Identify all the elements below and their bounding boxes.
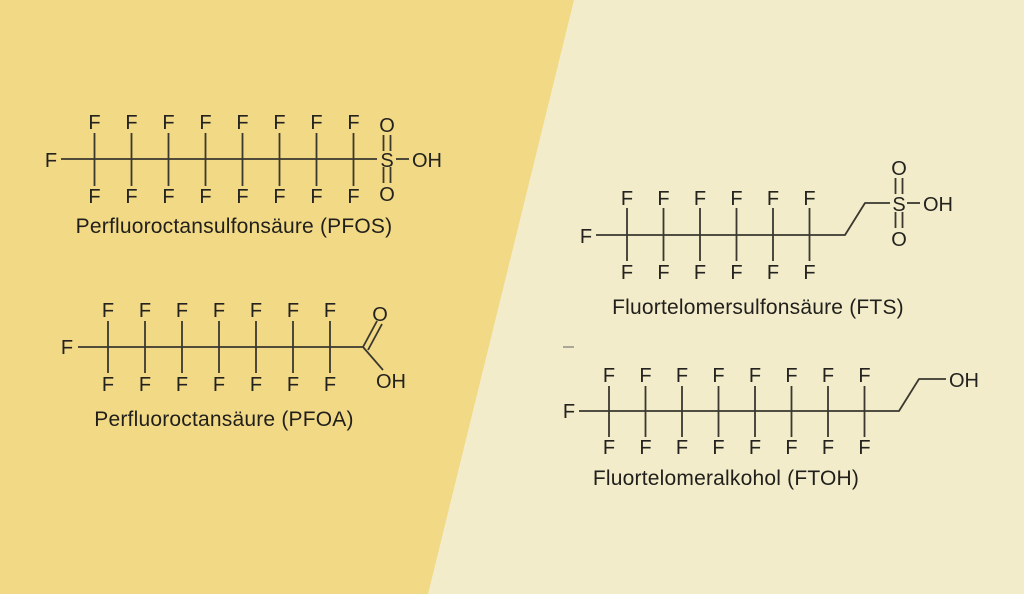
atom-F: F (176, 300, 188, 322)
atom-F: F (657, 188, 669, 210)
atom-F: F (347, 186, 359, 208)
carbon-backbone (579, 378, 946, 412)
atom-S: S (892, 194, 905, 216)
atom-F: F (310, 186, 322, 208)
atom-F: F (176, 374, 188, 396)
atom-F: F (45, 150, 57, 172)
atom-F: F (639, 365, 651, 387)
atom-O: O (379, 115, 395, 137)
molecule-ftoh: F F F F F F F F F F F F F F F F F OH (563, 365, 979, 459)
atom-O: O (379, 184, 395, 206)
atom-F: F (310, 112, 322, 134)
atom-O: O (891, 229, 907, 251)
carboxylic-acid-bond (362, 320, 378, 348)
atom-F: F (88, 186, 100, 208)
atom-F: F (273, 186, 285, 208)
atom-F: F (125, 112, 137, 134)
atom-F: F (324, 300, 336, 322)
atom-F: F (287, 300, 299, 322)
atom-F: F (676, 437, 688, 459)
atom-F: F (858, 365, 870, 387)
atom-F: F (621, 262, 633, 284)
molecule-label-pfos: Perfluoroctansulfonsäure (PFOS) (75, 215, 393, 238)
atom-F: F (712, 365, 724, 387)
carbon-backbone (596, 202, 890, 236)
atom-F: F (213, 374, 225, 396)
atom-F: F (749, 437, 761, 459)
atom-F: F (858, 437, 870, 459)
atom-F: F (273, 112, 285, 134)
atom-F: F (162, 186, 174, 208)
atom-F: F (88, 112, 100, 134)
atom-OH: OH (376, 371, 406, 393)
atom-OH: OH (412, 150, 442, 172)
atom-F: F (803, 188, 815, 210)
atom-F: F (694, 262, 706, 284)
atom-F: F (803, 262, 815, 284)
atom-O: O (372, 304, 388, 326)
atom-F: F (767, 262, 779, 284)
atom-F: F (657, 262, 669, 284)
atom-F: F (730, 262, 742, 284)
atom-F: F (785, 437, 797, 459)
atom-F: F (250, 374, 262, 396)
atom-F: F (639, 437, 651, 459)
atom-F: F (139, 374, 151, 396)
atom-F: F (287, 374, 299, 396)
atom-F: F (213, 300, 225, 322)
atom-F: F (676, 365, 688, 387)
atom-F: F (749, 365, 761, 387)
atom-F: F (621, 188, 633, 210)
atom-F: F (102, 374, 114, 396)
atom-F: F (102, 300, 114, 322)
atom-F: F (236, 112, 248, 134)
atom-F: F (139, 300, 151, 322)
carboxylic-acid-bond (362, 346, 384, 371)
atom-O: O (891, 158, 907, 180)
atom-F: F (822, 365, 834, 387)
molecule-label-fts: Fluortelomersulfonsäure (FTS) (612, 296, 904, 319)
atom-F: F (712, 437, 724, 459)
carboxylic-acid-bond (367, 323, 383, 351)
atom-F: F (236, 186, 248, 208)
molecule-label-pfoa: Perfluoroctansäure (PFOA) (94, 408, 354, 431)
background-right (428, 0, 1024, 594)
atom-F: F (694, 188, 706, 210)
atom-F: F (603, 437, 615, 459)
atom-F: F (580, 226, 592, 248)
atom-OH: OH (923, 194, 953, 216)
atom-F: F (563, 401, 575, 423)
molecule-fts: F F F F F F F F F F F F F SO O OH (580, 158, 953, 284)
atom-F: F (125, 186, 137, 208)
atom-F: F (199, 186, 211, 208)
atom-F: F (199, 112, 211, 134)
atom-F: F (61, 337, 73, 359)
atom-F: F (767, 188, 779, 210)
atom-S: S (380, 150, 393, 172)
molecule-label-ftoh: Fluortelomeralkohol (FTOH) (592, 467, 860, 490)
atom-F: F (250, 300, 262, 322)
atom-F: F (162, 112, 174, 134)
atom-F: F (324, 374, 336, 396)
molecule-pfoa: F F F F F F F F F F F F F F F O OH (61, 300, 406, 396)
atom-F: F (822, 437, 834, 459)
atom-F: F (785, 365, 797, 387)
atom-OH: OH (949, 370, 979, 392)
atom-F: F (347, 112, 359, 134)
atom-F: F (730, 188, 742, 210)
atom-F: F (603, 365, 615, 387)
